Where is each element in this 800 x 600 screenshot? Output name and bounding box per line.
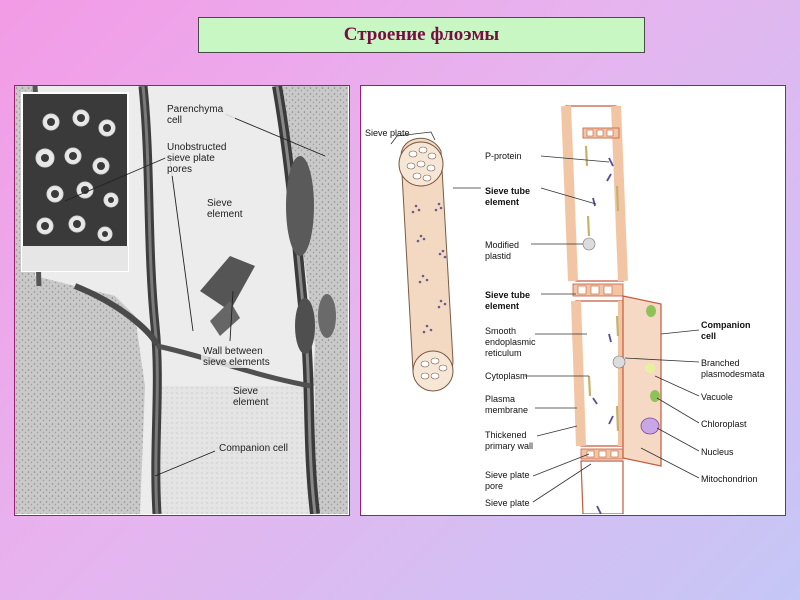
label-sieve-plate-bottom: Sieve plate [485,498,530,508]
sieve-plate-oblique [390,131,454,392]
label-modified-plastid: Modified plastid [485,240,522,261]
micrograph-panel: Parenchyma cell Unobstructed sieve plate… [14,85,350,516]
drawing-labels: Sieve plate P-protein Sieve tube element… [365,128,765,508]
sieve-tube-cells [561,105,662,514]
label-companion-cell: Companion cell [219,443,288,454]
label-cytoplasm: Cytoplasm [485,371,528,381]
label-nucleus: Nucleus [701,447,734,457]
label-vacuole: Vacuole [701,392,733,402]
label-p-protein: P-protein [485,151,522,161]
label-sieve-element-top: Sieve element [207,198,243,220]
drawing-panel: Sieve plate P-protein Sieve tube element… [360,85,786,516]
label-unobstructed-pores: Unobstructed sieve plate pores [167,142,229,175]
label-sieve-plate-pore: Sieve plate pore [485,470,532,491]
label-wall-between: Wall between sieve elements [203,346,270,368]
micrograph-labels: Parenchyma cell Unobstructed sieve plate… [165,102,288,454]
label-plasma-membrane: Plasma membrane [485,394,528,415]
label-sieve-element-bottom: Sieve element [233,386,269,408]
label-parenchyma-cell: Parenchyma cell [167,104,226,126]
label-sieve-plate-top: Sieve plate [365,128,410,138]
label-branched-plasmodesmata: Branched plasmodesmata [701,358,765,379]
label-companion-cell-drawing: Companion cell [701,320,753,341]
leader-lines [453,155,700,503]
label-mitochondrion: Mitochondrion [701,474,758,484]
label-smooth-er: Smooth endoplasmic reticulum [485,326,538,358]
label-thickened-wall: Thickened primary wall [485,430,533,451]
label-sieve-tube-element-2: Sieve tube element [485,290,533,311]
label-chloroplast: Chloroplast [701,419,747,429]
sieve-tube-drawing: Sieve plate P-protein Sieve tube element… [365,105,765,514]
slide-title: Строение флоэмы [343,24,500,45]
title-box: Строение флоэмы [198,17,645,53]
label-sieve-tube-element-1: Sieve tube element [485,186,533,207]
